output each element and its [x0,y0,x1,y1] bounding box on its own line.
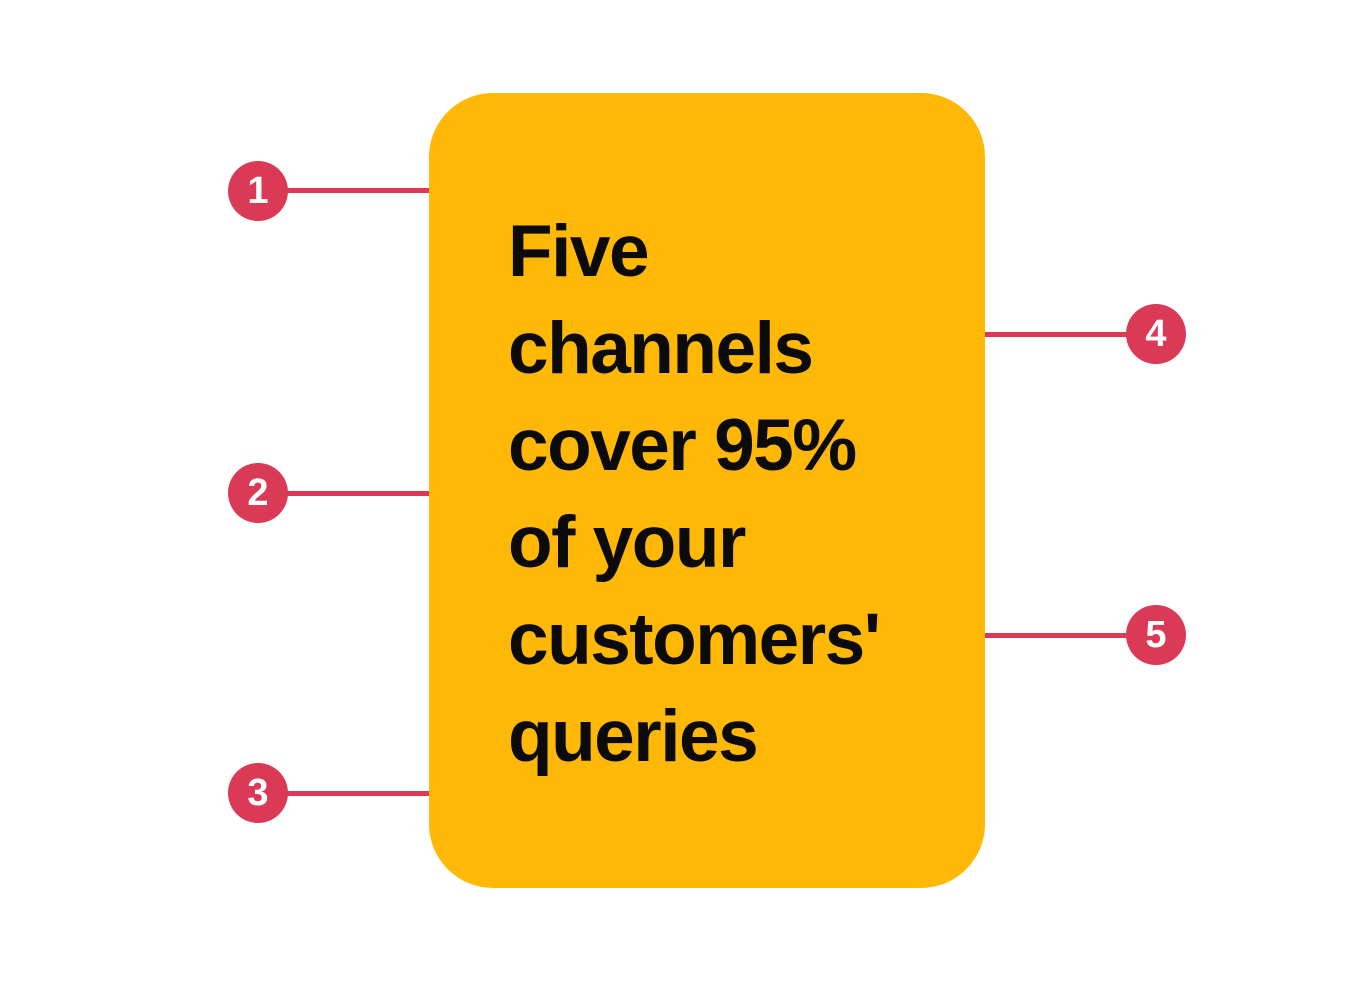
callout-5-connector-line [984,633,1156,638]
headline-line-3: cover 95% [508,405,857,486]
step-badge-5[interactable]: 5 [1126,605,1186,665]
headline-line-2: channels [508,308,814,389]
feature-card: Five channels cover 95% of your customer… [429,93,985,888]
headline-line-4: of your [508,502,746,583]
card-headline: Five channels cover 95% of your customer… [508,203,881,785]
callout-1-connector-line [258,188,430,193]
headline-line-6: queries [508,696,759,777]
callout-3-connector-line [258,791,430,796]
headline-line-1: Five [508,211,650,292]
step-badge-2[interactable]: 2 [228,463,288,523]
step-badge-1[interactable]: 1 [228,161,288,221]
step-badge-4[interactable]: 4 [1126,304,1186,364]
step-badge-3[interactable]: 3 [228,763,288,823]
callout-4-connector-line [984,332,1156,337]
headline-line-5: customers' [508,599,881,680]
callout-2-connector-line [258,491,430,496]
